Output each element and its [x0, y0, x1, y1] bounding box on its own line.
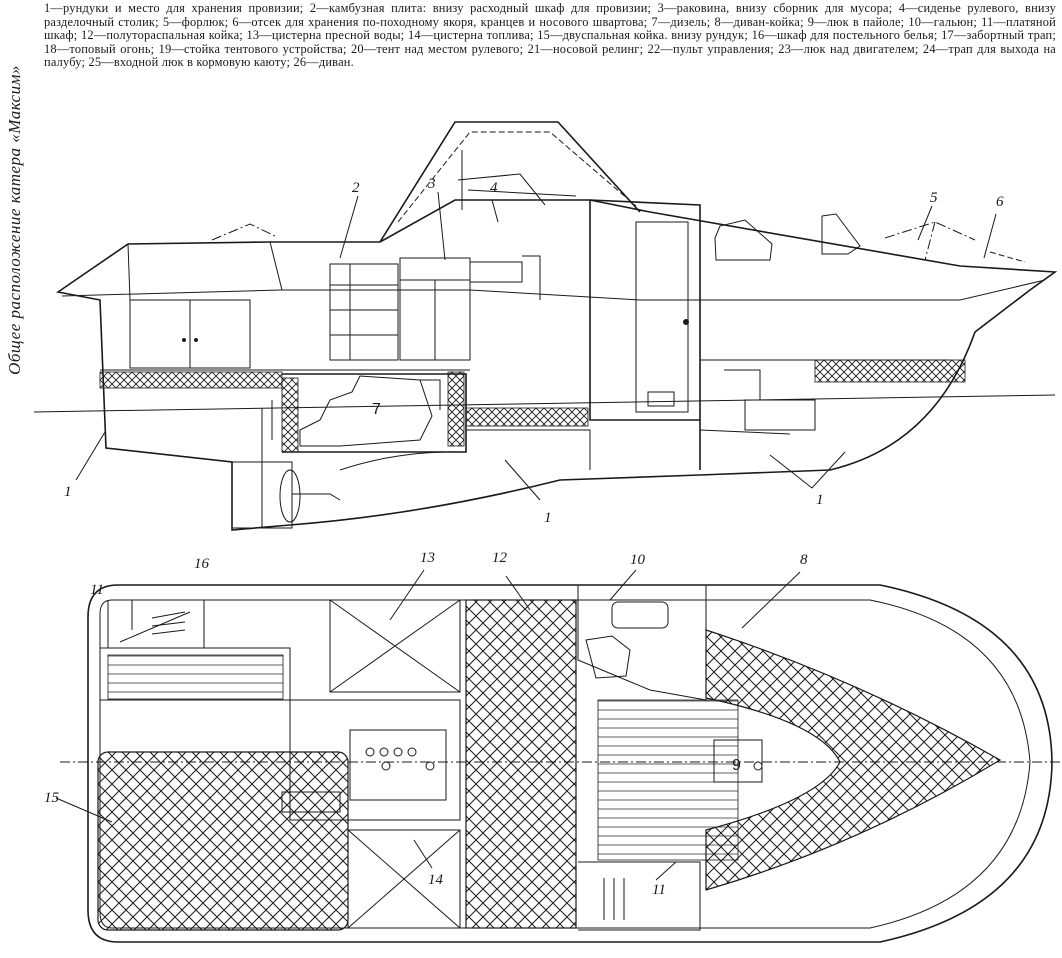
side-label-5: 5: [930, 190, 938, 206]
side-label-1c: 1: [816, 492, 824, 508]
side-label-2: 2: [352, 180, 360, 196]
side-label-1a: 1: [64, 484, 72, 500]
side-label-6: 6: [996, 194, 1004, 210]
plan-label-8: 8: [800, 552, 808, 568]
side-label-4: 4: [490, 180, 498, 196]
engine-plan: [349, 729, 447, 801]
plan-label-14: 14: [428, 872, 444, 888]
engine-compartment: [282, 373, 467, 453]
aft-cabin-top: [127, 241, 283, 301]
plan-label-11a: 11: [90, 582, 104, 598]
hatch-band-aft: [99, 371, 283, 389]
wardrobe-fwd: [578, 861, 701, 931]
waterline: [33, 394, 1056, 413]
plan-label-10: 10: [630, 552, 646, 568]
hardtop: [379, 121, 641, 243]
cylinders: [365, 747, 435, 771]
diesel-engine: [299, 375, 433, 447]
hull-outline: [55, 199, 1058, 531]
side-view: 1 1 1 2 3 4 5 6 7: [33, 121, 1058, 531]
porthole: [714, 219, 773, 261]
plan-label-16: 16: [194, 556, 210, 572]
berth-12: [465, 599, 577, 929]
plan-view: 11 16 13 12 10 8 9 15 14 11: [44, 550, 1062, 943]
sheer-line: [61, 279, 1046, 301]
fuel-tank: [347, 829, 461, 929]
plan-label-13: 13: [420, 550, 435, 566]
aft-floor: [107, 654, 284, 700]
plan-label-9: 9: [732, 757, 741, 774]
settee: [705, 629, 1002, 891]
side-label-3: 3: [427, 176, 436, 192]
cabin-door: [635, 221, 689, 413]
head: [577, 584, 707, 701]
tent-frame: [397, 131, 637, 223]
plan-label-11b: 11: [652, 882, 666, 898]
side-label-7: 7: [372, 401, 381, 418]
plan-label-12: 12: [492, 550, 508, 566]
floor-hatch: [713, 739, 763, 783]
galley-cabinets: [329, 263, 399, 361]
propeller: [279, 469, 301, 523]
double-berth: [97, 751, 349, 931]
deck-outline: [87, 584, 1053, 943]
forward-cabin: [589, 199, 701, 470]
inner-outline: [99, 599, 1031, 929]
legend-text: 1—рундуки и место для хранения провизии;…: [44, 1, 1056, 70]
forehatch: [884, 221, 976, 241]
side-label-1b: 1: [544, 510, 552, 526]
water-tank: [329, 599, 461, 693]
plan-label-15: 15: [44, 790, 60, 806]
